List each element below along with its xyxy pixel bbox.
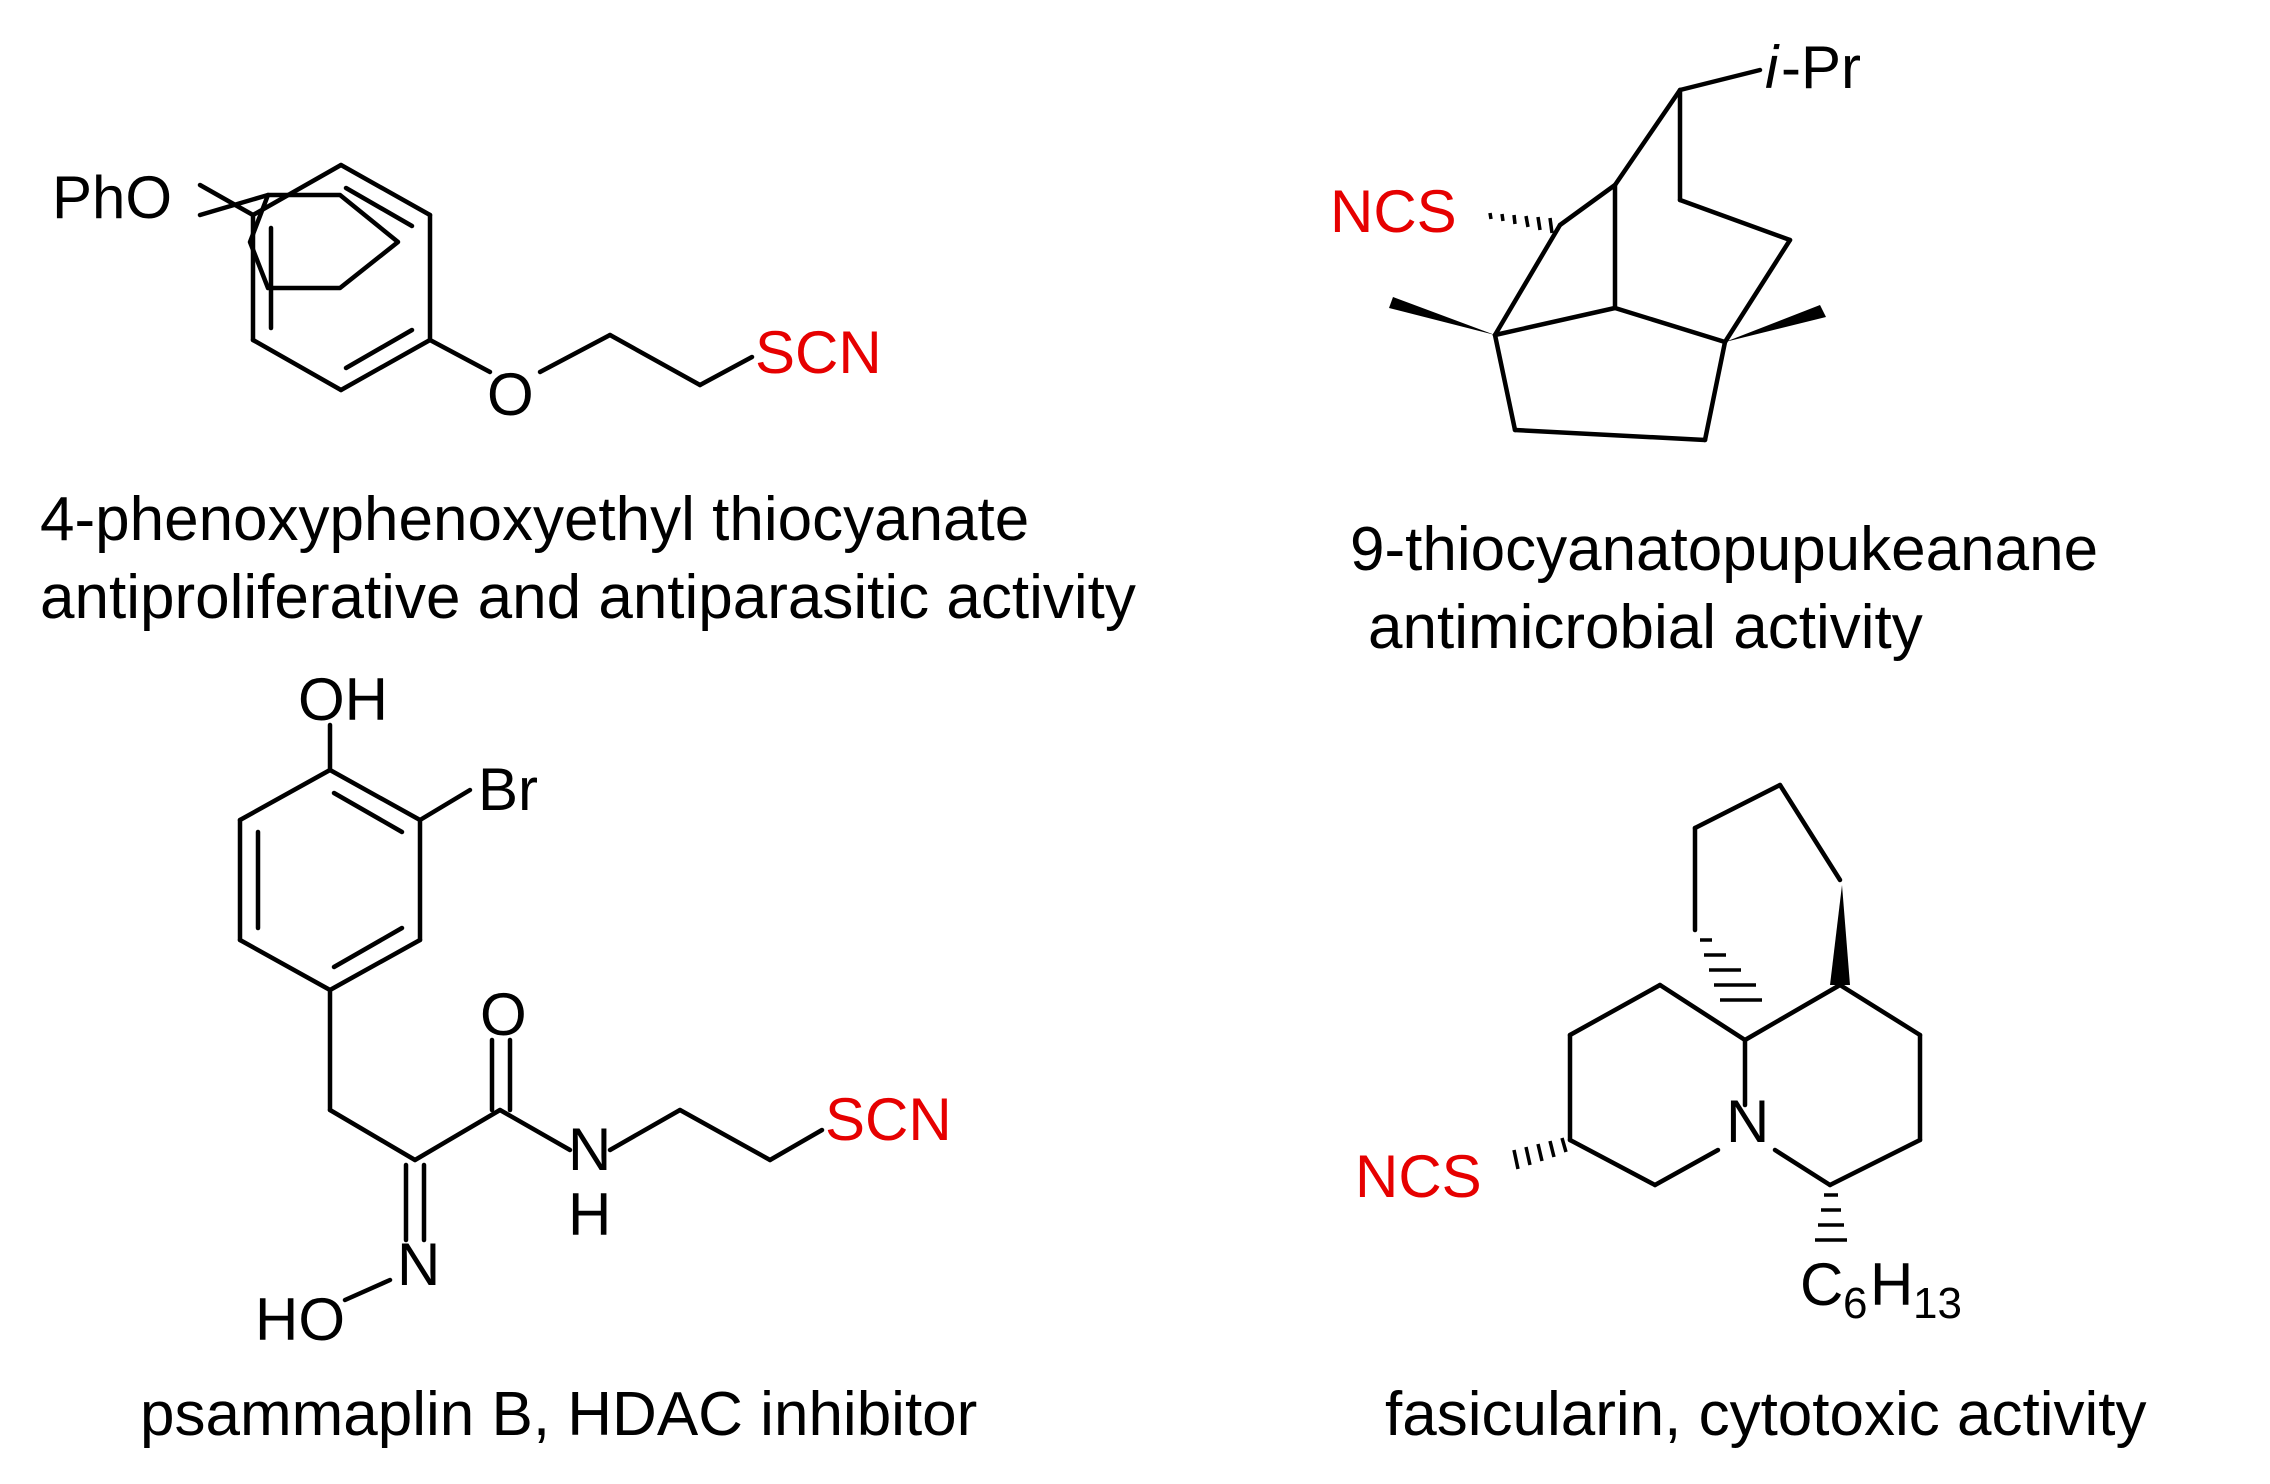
compound-4-n-label: N	[1726, 1088, 1769, 1155]
compound-3-bonds	[237, 722, 825, 1303]
compound-2-ipr-label: -Pr	[1781, 34, 1861, 101]
compound-1-caption-activity: antiproliferative and antiparasitic acti…	[40, 563, 1136, 632]
compound-2-caption-activity: antimicrobial activity	[1368, 593, 1923, 662]
compound-1-structure	[197, 192, 401, 291]
compound-3-oh-label: OH	[298, 666, 388, 733]
compound-1-scn-label: SCN	[755, 319, 882, 386]
compound-2-ipr-italic: i	[1765, 34, 1780, 101]
compound-4-hash-ncs	[1512, 1137, 1568, 1170]
compound-1-caption-name: 4-phenoxyphenoxyethyl thiocyanate	[40, 485, 1029, 554]
compound-2-hash-bond	[1488, 212, 1554, 234]
compound-4-c-subscript: 6	[1843, 1279, 1867, 1328]
compound-2-ncs-label: NCS	[1330, 178, 1457, 245]
compound-3-amide-n-label: N	[568, 1116, 611, 1183]
compound-4-ncs-label: NCS	[1355, 1143, 1482, 1210]
compound-4-hash-center	[1700, 938, 1762, 1002]
compound-1-ring	[197, 162, 755, 393]
compound-1-pho-label: PhO	[52, 164, 172, 231]
compound-4-h-subscript: 13	[1913, 1279, 1962, 1328]
compound-1-o-label: O	[487, 361, 534, 428]
compound-4-hexyl-label: C 6 H 13	[1800, 1251, 1962, 1328]
compound-3-br-label: Br	[478, 756, 538, 823]
compound-2-caption-name: 9-thiocyanatopupukeanane	[1350, 515, 2098, 584]
compound-4-hash-hexyl	[1815, 1193, 1847, 1242]
compound-3-oxime-n-label: N	[397, 1231, 440, 1298]
compound-4-caption: fasicularin, cytotoxic activity	[1385, 1380, 2146, 1449]
compound-2-bonds	[1389, 67, 1826, 443]
compound-3-amide-h-label: H	[568, 1181, 611, 1248]
compound-4-c-label: C	[1800, 1251, 1843, 1318]
compound-3-ho-label: HO	[255, 1286, 345, 1353]
compound-4-h-label: H	[1870, 1251, 1913, 1318]
compound-3-scn-label: SCN	[825, 1086, 952, 1153]
compound-3-caption: psammaplin B, HDAC inhibitor	[140, 1380, 977, 1449]
compound-3-carbonyl-o-label: O	[480, 981, 527, 1048]
compound-4-bonds	[1512, 782, 1923, 1242]
compound-1-bonds	[197, 192, 401, 291]
